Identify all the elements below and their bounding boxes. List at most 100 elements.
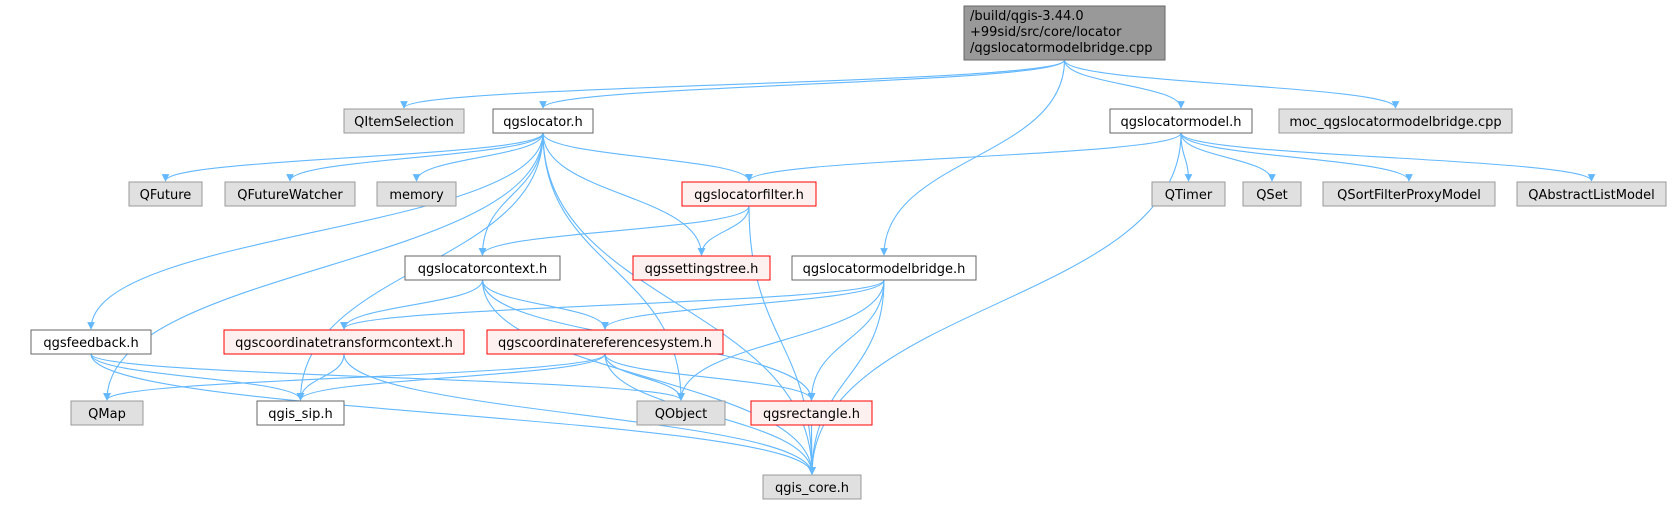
node-box [224, 181, 356, 207]
node-memory[interactable]: memory [376, 181, 457, 207]
node-label: QAbstractListModel [1528, 188, 1655, 203]
node-label: qgssettingstree.h [645, 262, 759, 277]
edge-qgscoordinatetransformcontext_h-to-qgis_sip_h [296, 353, 345, 401]
edge-root-to-qitemselection [400, 59, 1066, 109]
node-qfuture[interactable]: QFuture [128, 181, 203, 207]
edge-qgslocatormodelbridge_h-to-qgscoordinatereferencesystem_h [601, 279, 885, 330]
edge-qgscoordinatetransformcontext_h-to-qgis_core_h [343, 353, 816, 475]
node-qgscoordinatereferencesystem_h[interactable]: qgscoordinatereferencesystem.h [486, 329, 724, 355]
node-qabstractlistmodel[interactable]: QAbstractListModel [1516, 181, 1667, 207]
node-box [1516, 181, 1667, 207]
edge-qgslocatormodelbridge_h-to-qobject [677, 279, 885, 401]
edge-qgslocator_h-to-qfuture [161, 132, 544, 182]
edge-qgslocator_h-to-memory [412, 132, 544, 182]
node-label: qgis_core.h [775, 481, 849, 496]
edge-qgslocatorcontext_h-to-qgscoordinatetransformcontext_h [340, 279, 484, 330]
node-box [492, 108, 594, 134]
node-box [256, 400, 345, 426]
node-qgslocator_h[interactable]: qgslocator.h [492, 108, 594, 134]
node-label: qgslocatorfilter.h [694, 188, 804, 203]
node-label: QFutureWatcher [237, 188, 343, 203]
edge-qgscoordinatereferencesystem_h-to-qgis_sip_h [296, 353, 606, 401]
edge-qgslocator_h-to-qfuturewatcher [286, 132, 544, 182]
edge-qgslocatormodel_h-to-qabstractlistmodel [1180, 132, 1596, 182]
node-qitemselection[interactable]: QItemSelection [343, 108, 465, 134]
edge-qgsfeedback_h-to-qgis_core_h [90, 353, 816, 475]
node-qfuturewatcher[interactable]: QFutureWatcher [224, 181, 356, 207]
edge-qgslocatormodelbridge_h-to-qgis_core_h [808, 279, 885, 475]
edge-qgslocator_h-to-qgslocatorcontext_h [478, 132, 544, 256]
node-label: QObject [655, 407, 708, 422]
node-root[interactable]: /build/qgis-3.44.0+99sid/src/core/locato… [963, 5, 1166, 61]
node-box [30, 329, 152, 355]
node-qgslocatorcontext_h[interactable]: qgslocatorcontext.h [404, 255, 561, 281]
edge-qgslocator_h-to-qgsfeedback_h [87, 132, 544, 330]
node-label: QFuture [140, 188, 192, 203]
node-qgscoordinatetransformcontext_h[interactable]: qgscoordinatetransformcontext.h [223, 329, 465, 355]
edge-qgscoordinatereferencesystem_h-to-qobject [604, 353, 685, 401]
node-label: qgslocatormodelbridge.h [803, 262, 966, 277]
node-box [70, 400, 144, 426]
node-qgslocatormodelbridge_h[interactable]: qgslocatormodelbridge.h [791, 255, 977, 281]
node-box [404, 255, 561, 281]
node-label: memory [389, 188, 444, 203]
node-box [223, 329, 465, 355]
node-box [1278, 108, 1513, 134]
edge-qgslocatormodel_h-to-qsortfilterproxymodel [1180, 132, 1413, 182]
node-qgslocatorfilter_h[interactable]: qgslocatorfilter.h [681, 181, 817, 207]
edge-qgslocatormodelbridge_h-to-qgsrectangle_h [807, 279, 885, 401]
edge-qgslocatorfilter_h-to-qgssettingstree_h [697, 205, 750, 256]
edge-qgslocatorcontext_h-to-qgis_core_h [481, 279, 816, 475]
node-box [1109, 108, 1253, 134]
node-qgsfeedback_h[interactable]: qgsfeedback.h [30, 329, 152, 355]
node-box [632, 255, 771, 281]
node-box [791, 255, 977, 281]
node-moc_bridge[interactable]: moc_qgslocatormodelbridge.cpp [1278, 108, 1513, 134]
node-box [1322, 181, 1496, 207]
edge-qgscoordinatereferencesystem_h-to-qmap [103, 353, 606, 401]
node-label: qgsrectangle.h [763, 407, 860, 422]
node-label: QMap [88, 407, 126, 422]
edge-qgslocator_h-to-qgslocatorfilter_h [542, 132, 753, 182]
node-qsortfilterproxymodel[interactable]: QSortFilterProxyModel [1322, 181, 1496, 207]
edge-root-to-qgslocatormodelbridge_h [880, 59, 1066, 256]
edge-qgsfeedback_h-to-qobject [90, 353, 685, 401]
node-box [486, 329, 724, 355]
node-label: QItemSelection [354, 115, 454, 130]
edge-qgscoordinatereferencesystem_h-to-qgsrectangle_h [604, 353, 816, 401]
node-qgis_sip_h[interactable]: qgis_sip.h [256, 400, 345, 426]
node-label: qgis_sip.h [268, 407, 332, 422]
edge-qgslocatormodelbridge_h-to-qgscoordinatetransformcontext_h [340, 279, 885, 330]
node-label: qgscoordinatetransformcontext.h [235, 336, 453, 351]
node-label: qgslocatormodel.h [1121, 115, 1242, 130]
node-box [681, 181, 817, 207]
edge-root-to-qgslocatormodel_h [1063, 59, 1185, 109]
node-box [1242, 181, 1302, 207]
node-qgslocatormodel_h[interactable]: qgslocatormodel.h [1109, 108, 1253, 134]
node-label: qgslocatorcontext.h [418, 262, 547, 277]
node-qgssettingstree_h[interactable]: qgssettingstree.h [632, 255, 771, 281]
node-box [343, 108, 465, 134]
edge-qgslocatorfilter_h-to-qgslocatorcontext_h [478, 205, 750, 256]
node-label: /qgslocatormodelbridge.cpp [970, 41, 1152, 56]
edge-qgslocatormodel_h-to-qset [1180, 132, 1276, 182]
node-label: QTimer [1165, 188, 1213, 203]
node-box [750, 400, 873, 426]
node-qtimer[interactable]: QTimer [1151, 181, 1226, 207]
edge-qgsfeedback_h-to-qgis_sip_h [90, 353, 305, 401]
edge-root-to-moc_bridge [1063, 59, 1400, 109]
node-qgsrectangle_h[interactable]: qgsrectangle.h [750, 400, 873, 426]
node-label: moc_qgslocatormodelbridge.cpp [1289, 115, 1501, 130]
node-label: +99sid/src/core/locator [970, 25, 1122, 40]
node-qobject[interactable]: QObject [636, 400, 726, 426]
node-label: QSet [1256, 188, 1288, 203]
node-qset[interactable]: QSet [1242, 181, 1302, 207]
node-qgis_core_h[interactable]: qgis_core.h [762, 474, 862, 500]
node-qmap[interactable]: QMap [70, 400, 144, 426]
node-label: qgslocator.h [503, 115, 583, 130]
node-box [636, 400, 726, 426]
node-box [963, 5, 1166, 61]
edge-qgslocatorcontext_h-to-qgscoordinatereferencesystem_h [481, 279, 609, 330]
node-box [376, 181, 457, 207]
node-box [1151, 181, 1226, 207]
